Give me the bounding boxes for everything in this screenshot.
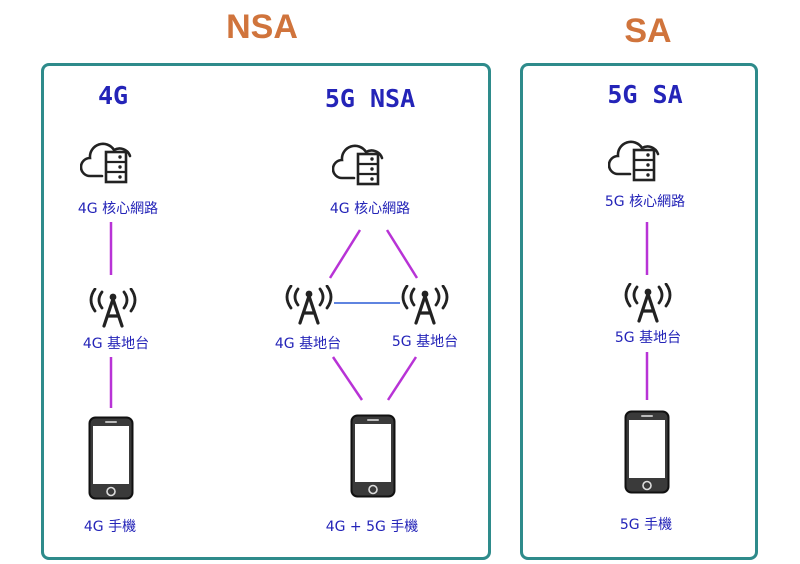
link-nsa-core-to-5g-station [385, 229, 419, 279]
phone-label-nsa: 4G + 5G 手機 [325, 519, 419, 535]
core-network-label-4g: 4G 核心網路 [77, 201, 159, 217]
cell-tower-icon [88, 288, 138, 328]
link-nsa-4g-station-to-phone [331, 356, 364, 401]
base-station-label-4g: 4G 基地台 [82, 336, 150, 352]
cell-tower-icon [284, 285, 334, 325]
smartphone-icon [88, 416, 134, 500]
section-title-4g: 4G [97, 81, 129, 110]
core-network-label-nsa: 4G 核心網路 [329, 201, 411, 217]
smartphone-icon [624, 410, 670, 494]
base-station-label-sa: 5G 基地台 [614, 330, 682, 346]
cell-tower-icon [623, 283, 673, 323]
section-title-5g-sa: 5G SA [607, 80, 683, 109]
nsa-group-title: NSA [226, 8, 298, 46]
sa-group-title: SA [624, 12, 672, 50]
phone-label-sa: 5G 手機 [619, 517, 673, 533]
core-network-label-sa: 5G 核心網路 [604, 194, 686, 210]
cloud-server-icon [332, 134, 392, 186]
link-nsa-5g-station-to-phone [386, 356, 418, 401]
link-nsa-core-to-4g-station [328, 229, 362, 279]
cloud-server-icon [608, 130, 668, 182]
section-title-5g-nsa: 5G NSA [324, 84, 416, 113]
cloud-server-icon [80, 132, 140, 184]
base-station-label-nsa-5g: 5G 基地台 [391, 334, 459, 350]
base-station-label-nsa-4g: 4G 基地台 [274, 336, 342, 352]
cell-tower-icon [400, 285, 450, 325]
phone-label-4g: 4G 手機 [83, 519, 137, 535]
smartphone-icon [350, 414, 396, 498]
